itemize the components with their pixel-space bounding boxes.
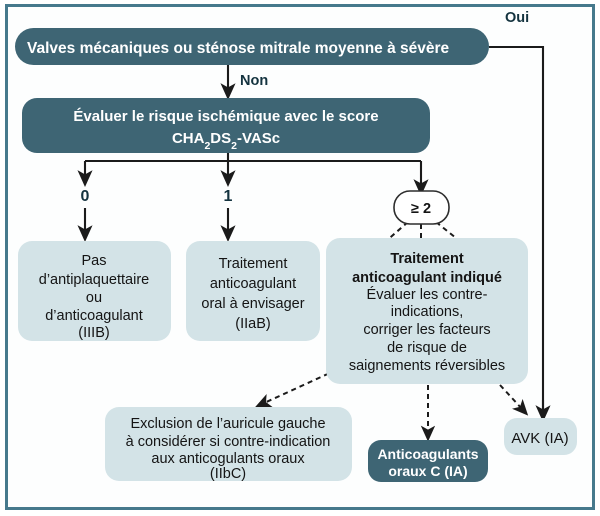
node-score-line2: CHA2DS2-VASc	[172, 130, 280, 152]
oral-anticoag-line3: oral à envisager	[201, 296, 304, 312]
score-sub-2b: 2	[231, 140, 237, 152]
node-score-chadsvasc[interactable]: Évaluer le risque ischémique avec le sco…	[22, 98, 430, 153]
no-therapy-line2: d’antiplaquettaire	[39, 272, 149, 288]
laa-line1: Exclusion de l’auricule gauche	[130, 416, 325, 432]
edge-to-avk	[499, 384, 529, 416]
indicated-line1: Traitement	[390, 251, 463, 267]
doac-line2: oraux C (IA)	[388, 463, 467, 479]
indicated-line2: anticoagulant indiqué	[352, 270, 502, 286]
node-avk[interactable]: AVK (IA)	[504, 418, 577, 455]
label-oui: Oui	[505, 10, 529, 26]
laa-line4: (IIbC)	[210, 466, 246, 482]
indicated-line5: corriger les facteurs	[363, 322, 490, 338]
no-therapy-line3: ou	[86, 290, 102, 306]
label-non: Non	[240, 73, 268, 89]
oral-anticoag-line1: Traitement	[219, 256, 288, 272]
oral-anticoag-line2: anticoagulant	[210, 276, 296, 292]
no-therapy-line4: d’anticoagulant	[45, 308, 143, 324]
score-sub-2a: 2	[204, 140, 210, 152]
no-therapy-line1: Pas	[82, 253, 107, 269]
node-no-therapy[interactable]: Pas d’antiplaquettaire ou d’anticoagulan…	[18, 241, 171, 341]
edge-to-laa-exclusion	[255, 365, 346, 408]
node-score-line1: Évaluer le risque ischémique avec le sco…	[73, 108, 378, 125]
score-cha: CHA	[172, 130, 205, 147]
node-anticoagulant-indicated[interactable]: Traitement anticoagulant indiqué Évaluer…	[326, 238, 528, 384]
label-score-1: 1	[224, 188, 233, 205]
score-vasc: -VASc	[237, 130, 280, 147]
edge-oui	[489, 45, 545, 409]
avk-label: AVK (IA)	[511, 430, 568, 447]
indicated-line4: indications,	[391, 304, 464, 320]
no-therapy-line5: (IIIB)	[78, 325, 109, 341]
doac-line1: Anticoagulants	[377, 446, 478, 462]
indicated-line6: de risque de	[387, 340, 467, 356]
node-valves-label: Valves mécaniques ou sténose mitrale moy…	[27, 40, 450, 57]
oral-anticoag-line4: (IIaB)	[235, 316, 270, 332]
node-oral-anticoagulant[interactable]: Traitement anticoagulant oral à envisage…	[186, 241, 320, 341]
laa-line2: à considérer si contre-indication	[126, 434, 331, 450]
node-doac[interactable]: Anticoagulants oraux C (IA)	[368, 440, 488, 482]
node-score-ge2[interactable]: ≥ 2	[393, 190, 450, 225]
indicated-line3: Évaluer les contre-	[367, 286, 488, 303]
laa-line3: aux anticogulants oraux	[151, 451, 305, 467]
label-score-ge2: ≥ 2	[411, 201, 431, 217]
score-ds: DS	[210, 130, 231, 147]
indicated-line7: saignements réversibles	[349, 358, 505, 374]
node-laa-exclusion[interactable]: Exclusion de l’auricule gauche à considé…	[105, 407, 352, 482]
node-valves-mecaniques[interactable]: Valves mécaniques ou sténose mitrale moy…	[15, 28, 489, 65]
label-score-0: 0	[81, 188, 90, 205]
